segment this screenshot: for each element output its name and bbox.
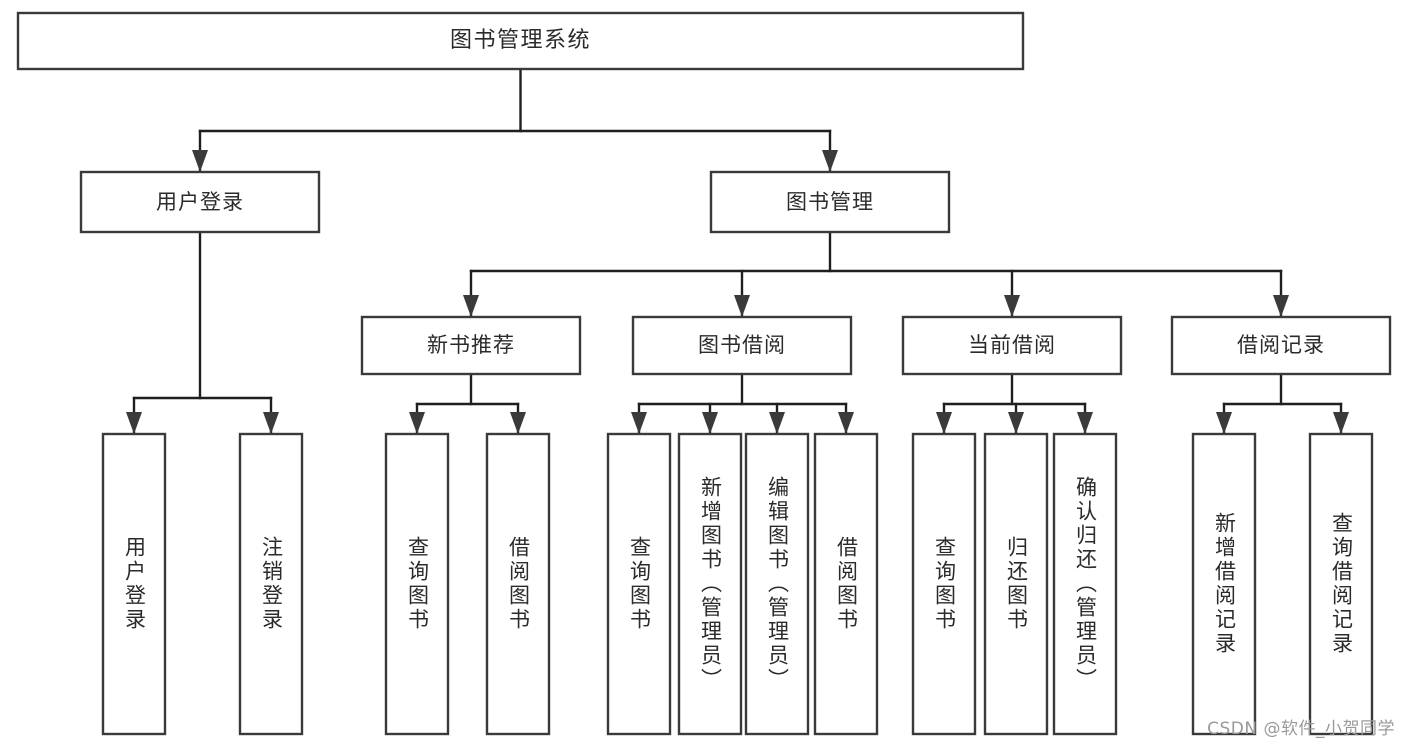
arrow-head-icon bbox=[126, 412, 142, 434]
node-box-layer bbox=[16, 11, 1392, 736]
arrow-head-icon bbox=[192, 150, 208, 172]
node-box-leaf-user-logout[interactable] bbox=[238, 432, 304, 736]
arrow-head-icon bbox=[1008, 412, 1024, 434]
node-box-root[interactable] bbox=[16, 11, 1025, 71]
arrow-head-icon bbox=[769, 412, 785, 434]
arrow-head-icon bbox=[631, 412, 647, 434]
arrow-head-icon bbox=[409, 412, 425, 434]
arrow-head-icon bbox=[263, 412, 279, 434]
node-box-leaf-cu-query[interactable] bbox=[911, 432, 977, 736]
arrow-head-icon bbox=[822, 150, 838, 172]
arrow-head-icon bbox=[1077, 412, 1093, 434]
node-box-leaf-bo-add[interactable] bbox=[677, 432, 743, 736]
arrow-head-icon bbox=[1273, 295, 1289, 317]
node-box-leaf-bo-edit[interactable] bbox=[744, 432, 810, 736]
node-box-l2-user[interactable] bbox=[79, 170, 321, 234]
node-box-leaf-re-query[interactable] bbox=[1308, 432, 1374, 736]
arrow-head-icon bbox=[702, 412, 718, 434]
arrow-head-icon bbox=[1004, 295, 1020, 317]
node-box-l2-book[interactable] bbox=[709, 170, 951, 234]
node-box-l3-record[interactable] bbox=[1170, 315, 1392, 376]
node-box-leaf-bo-query[interactable] bbox=[606, 432, 672, 736]
node-box-leaf-cu-return[interactable] bbox=[983, 432, 1049, 736]
node-box-leaf-re-add[interactable] bbox=[1191, 432, 1257, 736]
node-box-l3-borrow[interactable] bbox=[631, 315, 853, 376]
arrow-head-icon bbox=[1216, 412, 1232, 434]
node-box-leaf-nb-query[interactable] bbox=[384, 432, 450, 736]
node-box-l3-current[interactable] bbox=[901, 315, 1123, 376]
arrow-head-icon bbox=[734, 295, 750, 317]
arrow-head-icon bbox=[1333, 412, 1349, 434]
node-box-leaf-bo-borrow[interactable] bbox=[813, 432, 879, 736]
arrow-head-icon bbox=[838, 412, 854, 434]
node-box-l3-newbook[interactable] bbox=[360, 315, 582, 376]
arrow-head-icon bbox=[510, 412, 526, 434]
node-box-leaf-user-login[interactable] bbox=[101, 432, 167, 736]
arrow-head-icon bbox=[463, 295, 479, 317]
node-box-leaf-nb-borrow[interactable] bbox=[485, 432, 551, 736]
connector-layer bbox=[126, 67, 1349, 436]
node-box-leaf-cu-confirm[interactable] bbox=[1052, 432, 1118, 736]
arrow-head-icon bbox=[936, 412, 952, 434]
watermark-text: CSDN @软件_小贺同学 bbox=[1207, 719, 1395, 739]
